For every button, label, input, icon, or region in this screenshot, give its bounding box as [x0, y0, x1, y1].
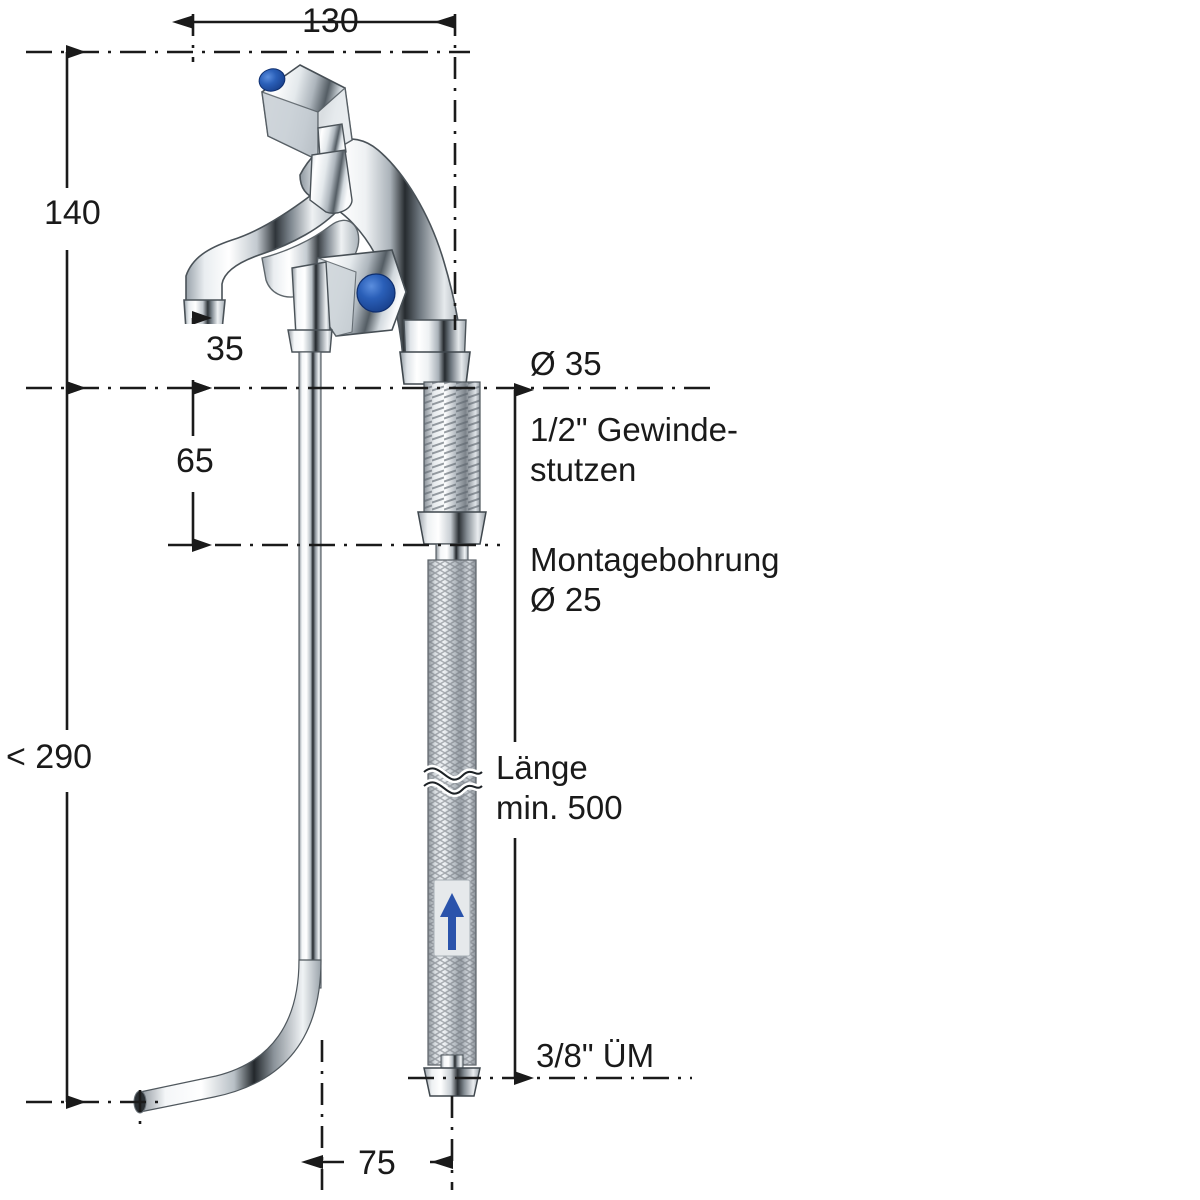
hose-braid-texture: [428, 560, 476, 1065]
annotation-thread-line2: stutzen: [530, 451, 637, 488]
hose-break-symbol-icon: [421, 764, 485, 798]
dimtext-masks: [6, 188, 670, 1186]
dimension-label-75: 75: [358, 1144, 396, 1182]
thread-texture: [424, 382, 480, 514]
nut-transition: [435, 543, 469, 563]
valve-collar: [287, 329, 333, 353]
collar-flange: [399, 351, 471, 385]
upper-handle: [258, 64, 353, 214]
annotation-length-line1: Länge: [496, 749, 588, 786]
upper-handle-lever: [317, 123, 347, 159]
dimension-label-max-depth: < 290: [6, 738, 93, 776]
standpipe-vertical: [298, 351, 322, 989]
upper-handle-blue-indicator: [258, 68, 286, 92]
threaded-shank: [417, 381, 487, 563]
dimension-label-140: 140: [44, 194, 101, 232]
annotation-thread-line1: 1/2" Gewinde-: [530, 411, 738, 448]
valve-hub: [291, 261, 331, 337]
upper-handle-stem: [309, 149, 353, 214]
mask-290: [6, 730, 118, 792]
braided-hose: [421, 559, 485, 1097]
faucet-illustration: [183, 64, 471, 385]
annotation-mounting-line1: Montagebohrung: [530, 541, 780, 578]
annotation-length-line2: min. 500: [496, 789, 623, 826]
reference-lines: [26, 14, 714, 1190]
dimension-label-65: 65: [176, 442, 214, 480]
mask-65: [172, 436, 264, 492]
mask-75: [344, 1140, 430, 1186]
annotation-collar-diameter: Ø 35: [530, 345, 602, 382]
outlet-standpipe: [133, 351, 322, 1114]
standpipe-bend: [139, 959, 322, 1113]
dimension-label-130: 130: [302, 2, 359, 40]
hose-end-hex-nut: [423, 1067, 481, 1097]
lower-handle: [287, 249, 407, 353]
shank-hex-nut: [417, 511, 487, 545]
flow-direction-arrow-icon: [440, 893, 464, 950]
mask-140: [44, 188, 140, 250]
annotation-mounting-line2: Ø 25: [530, 581, 602, 618]
mask-500: [494, 742, 670, 838]
dimension-label-35: 35: [206, 330, 244, 368]
mask-35: [172, 324, 264, 380]
lower-handle-blue-indicator: [356, 273, 396, 313]
annotation-hose-end: 3/8" ÜM: [536, 1037, 655, 1074]
